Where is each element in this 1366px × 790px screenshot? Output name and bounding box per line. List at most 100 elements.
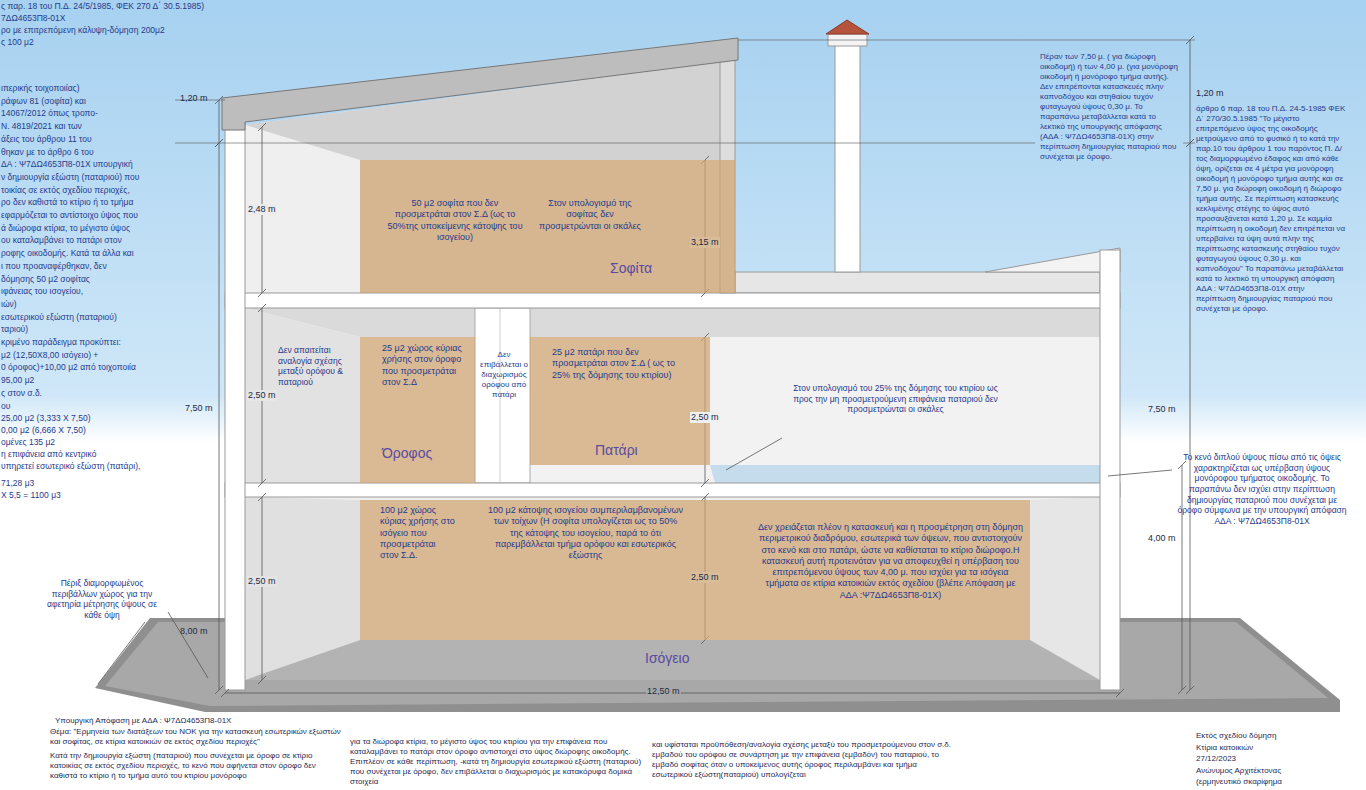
annotation-note: τοικίας σε εκτός σχεδίου περιοχές, <box>1 185 130 196</box>
reference-line <box>175 143 1035 144</box>
leader-line <box>168 612 208 678</box>
annotation-note: ου καταλαμβάνει το πατάρι στον <box>1 235 122 246</box>
annotation-note: εσωτερικού εξώστη (παταριού) <box>1 312 117 323</box>
annotation-note: Θέμα: "Ερμηνεία των διατάξεων του ΝΟΚ γι… <box>50 727 345 747</box>
area-note: Δεν χρειάζεται πλέον η κατασκευή και η π… <box>758 522 1023 601</box>
annotation-note: θηκαν με το άρθρο 6 του <box>1 147 94 158</box>
area-note: 25 μ2 πατάρι που δεν προσμετράται στον Σ… <box>552 347 682 381</box>
dimension-tick <box>258 304 266 312</box>
leader-line <box>726 438 782 470</box>
annotation-note: υπηρετεί εσωτερικό εξώστη (πατάρι), <box>1 461 140 472</box>
dimension-label: 4,00 m <box>1148 533 1176 544</box>
drawing-part <box>475 308 530 483</box>
dimension-tick <box>215 139 223 147</box>
drawing-part <box>835 45 860 272</box>
annotation-note: ταριού) <box>1 324 28 335</box>
annotation-note: ν δημιουργία εξώστη (παταριού) που <box>1 172 139 183</box>
annotation-note: 95,00 μ2 <box>1 375 34 386</box>
drawing-part <box>245 497 1100 680</box>
building <box>222 20 1120 690</box>
dimension-tick <box>1186 686 1194 694</box>
annotation-note: Ανώνυμος Αρχιτέκτονας <box>1196 766 1281 776</box>
area-note: 100 μ2 κάτοψης ισογείου συμπεριλαμβανομέ… <box>488 505 683 561</box>
annotation-note: ρο με επιτρεπόμενη κάλυψη-δόμηση 200μ2 <box>1 25 165 36</box>
annotation-note: άρθρο 6 παρ. 18 του Π.Δ. 24-5-1985 ΦΕΚ Δ… <box>1196 104 1346 314</box>
annotation-note: Υπουργική Απόφαση με ΑΔΑ : Ψ7ΔΩ4653Π8-01… <box>55 716 231 726</box>
annotation-note: δόμησης 50 μ2 σοφίτας <box>1 274 90 285</box>
annotation-note: ράφων 81 (σοφίτα) και <box>1 96 86 107</box>
annotation-note: ς στον σ.δ. <box>1 388 42 399</box>
dimension-tick <box>258 479 266 487</box>
dimension-line <box>1190 40 1191 143</box>
drawing-part <box>245 308 360 483</box>
dimension-label: 1,20 m <box>180 93 208 104</box>
annotation-note: Κτίρια κατοικιών <box>1196 743 1253 753</box>
drawing-part <box>245 308 1100 483</box>
annotation-note: Κατά την δημιουργία εξώστη (παταριού) πο… <box>50 751 345 781</box>
floor-area: 50 μ2 σοφίτα που δεν προσμετράται στον Σ… <box>360 160 735 293</box>
annotation-note: Δεν επιβάλλεται ο διαχωρισμός ορόφου από… <box>478 350 530 400</box>
floor-area: 100 μ2 χώρος κύριας χρήσης στο ισόγειο π… <box>360 500 1030 640</box>
annotation-note: ι που προαναφέρθηκαν, δεν <box>1 261 107 272</box>
area-note: Στον υπολογισμό της σοφίτας δεν προσμετρ… <box>535 198 645 232</box>
annotation-note: 0 όροφος)+10,00 μ2 από τοιχοποιία <box>1 362 136 373</box>
dimension-label: 7,50 m <box>1148 404 1176 415</box>
dimension-tick <box>215 686 223 694</box>
annotation-note: Πέριξ διαμορφωμένος περιβάλλων χώρος για… <box>38 578 166 621</box>
area-note: 50 μ2 σοφίτα που δεν προσμετράται στον Σ… <box>385 198 525 243</box>
annotation-note: και υφίσταται προϋπόθεση/αναλογία σχέσης… <box>652 740 957 780</box>
drawing-part <box>222 38 738 130</box>
annotation-note: ου <box>1 401 10 412</box>
annotation-note: Χ 5,5 = 1100 μ3 <box>1 490 61 501</box>
floor-heading: Πατάρι <box>595 442 638 460</box>
annotation-note: (ερμηνευτικό σκαρίφημα <box>1196 777 1282 787</box>
annotation-note: η επιφάνεια από κεντρικό <box>1 449 96 460</box>
annotation-note: 71,28 μ3 <box>1 478 34 489</box>
dimension-label: 2,50 m <box>690 572 720 583</box>
dimension-line <box>262 497 263 680</box>
dimension-label: 12,50 m <box>646 686 681 697</box>
drawing-part <box>245 640 1100 680</box>
dimension-lines <box>98 36 1195 697</box>
reference-line <box>738 40 1195 41</box>
dimension-tick <box>221 689 229 697</box>
annotation-note: 7ΔΩ4653Π8-01Χ <box>1 13 66 24</box>
annotation-note: ομένες 135 μ2 <box>1 437 55 448</box>
dimension-label: 7,50 m <box>185 403 213 414</box>
dimension-tick <box>1178 686 1186 694</box>
dimension-label: 3,15 m <box>690 237 720 248</box>
floor-heading: Όροφος <box>382 445 432 463</box>
annotation-note: 14067/2012 όπως τροπο- <box>1 108 98 119</box>
annotation-note: Εκτός σχεδίου δόμηση <box>1196 731 1276 741</box>
annotation-note: ά διώροφα κτίρια, το μέγιστο ύψος <box>1 223 130 234</box>
dimension-label: 2,48 m <box>247 204 277 215</box>
annotation-note: Ν. 4819/2021 και των <box>1 121 82 132</box>
dimension-line <box>98 622 145 684</box>
dimension-tick <box>258 493 266 501</box>
dimension-tick <box>701 479 709 487</box>
drawing-part <box>245 125 360 293</box>
annotation-note: για τα διώροφα κτίρια, το μέγιστο ύψος τ… <box>350 737 645 787</box>
drawing-part <box>1100 250 1120 690</box>
drawing-part <box>225 118 245 690</box>
dimension-tick <box>215 96 223 104</box>
annotation-note: ιπερικής τοιχοποιίας) <box>1 83 79 94</box>
annotation-note: ρο δεν καθιστά το κτίριο ή το τμήμα <box>1 197 133 208</box>
dimension-line <box>219 143 220 690</box>
dimension-tick <box>258 676 266 684</box>
area-note: 25 μ2 χώρος κύριας χρήσης στον όροφο που… <box>382 343 464 388</box>
drawing-part <box>245 308 1100 337</box>
area-note: 100 μ2 χώρος κύριας χρήσης στο ισόγειο π… <box>380 505 455 561</box>
annotation-note: μ2 (12,50Χ8,00 ισόγειο) + <box>1 350 98 361</box>
annotation-note: άξεις του άρθρου 11 του <box>1 134 92 145</box>
dimension-tick <box>1116 689 1124 697</box>
annotation-note: 27/12/2023 <box>1196 754 1236 764</box>
annotation-note: ς 100 μ2 <box>1 37 34 48</box>
dimension-line <box>1182 465 1183 690</box>
dimension-line <box>1190 143 1191 690</box>
annotation-note: ΔΑ : Ψ7ΔΩ4653Π8-01Χ υπουργική <box>1 159 133 170</box>
dimension-label: 8,00 m <box>180 626 208 637</box>
annotation-note: Στον υπολογισμό του 25% της δόμησης του … <box>788 383 1003 415</box>
